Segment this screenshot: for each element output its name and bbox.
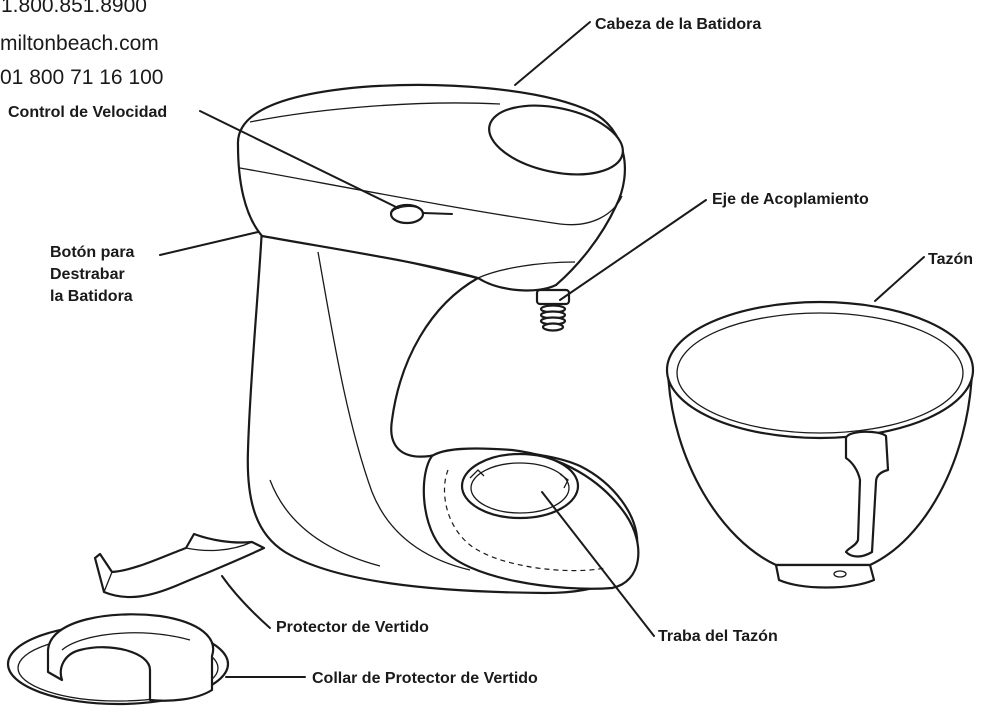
label-release-button-line3: la Batidora [50, 288, 133, 305]
base-plate-inner-line [443, 469, 606, 572]
bowl-lock-tab-left [469, 469, 485, 479]
bowl [665, 300, 975, 589]
bowl-rim-outer [665, 300, 975, 440]
speed-slot-line [422, 212, 453, 215]
head-top-cap [488, 104, 624, 176]
leader-line-bowl [874, 256, 925, 302]
leader-line-pour-shield [221, 575, 271, 629]
label-bowl-lock: Traba del Tazón [658, 628, 778, 645]
label-speed-control: Control de Velocidad [8, 104, 167, 121]
label-pour-shield: Protector de Vertido [276, 619, 429, 636]
head-upper-band [239, 167, 623, 226]
leader-line-attachment-shaft [559, 199, 707, 301]
leader-line-head [514, 21, 591, 86]
head-lower-band [477, 261, 576, 279]
contact-phone-mx: 01 800 71 16 100 [0, 66, 164, 89]
shaft-spring-coil [541, 322, 565, 332]
leader-line-release-button [159, 231, 259, 256]
pour-shield-body [93, 532, 266, 599]
speed-knob-top [391, 205, 423, 213]
label-head: Cabeza de la Batidora [595, 16, 761, 33]
head-top-contour [249, 102, 501, 123]
label-attachment-shaft: Eje de Acoplamiento [712, 191, 869, 208]
pour-shield-edge [103, 571, 113, 593]
bowl-handle [844, 430, 890, 558]
label-pour-shield-collar: Collar de Protector de Vertido [312, 670, 538, 687]
leader-line-bowl-lock [541, 491, 655, 637]
bowl-foot [774, 563, 876, 589]
mixer-head [236, 83, 626, 292]
contact-website: miltonbeach.com [0, 32, 159, 55]
label-release-button-line1: Botón para [50, 244, 135, 261]
bowl-lock-tab-right [559, 473, 569, 489]
pour-shield-collar [6, 613, 230, 706]
bowl-foot-slot [833, 570, 847, 578]
pour-shield-fold [185, 541, 253, 552]
pour-shield [93, 532, 266, 599]
collar-wall-top [61, 632, 191, 651]
column-rear-line [269, 479, 381, 567]
column-contour-line [317, 251, 471, 571]
bowl-rim-inner [676, 312, 964, 434]
contact-phone-us: 1.800.851.8900 [1, 0, 147, 17]
bowl-lock-inner-ring [470, 462, 570, 514]
speed-control-knob[interactable] [389, 203, 453, 225]
label-bowl: Tazón [928, 251, 973, 268]
leader-line-speed-control [199, 110, 399, 209]
label-release-button-line2: Destrabar [50, 266, 125, 283]
